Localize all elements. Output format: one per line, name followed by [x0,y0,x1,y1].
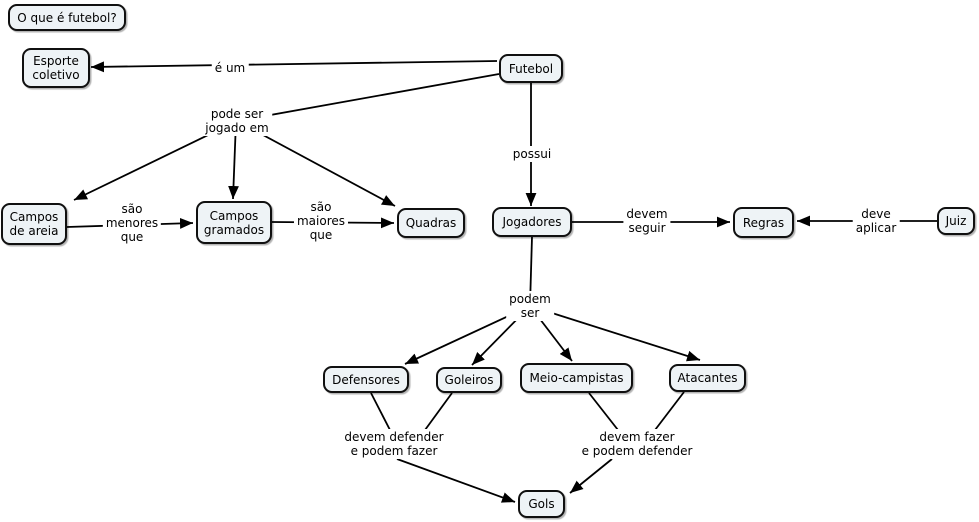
concept-node-meio-campistas[interactable]: Meio-campistas [520,363,633,393]
link-label-sao-menores-que[interactable]: são menores que [102,201,162,245]
link-label-podem-ser[interactable]: podem ser [506,291,554,321]
edge-defensores-label [370,392,391,431]
concept-node-goleiros[interactable]: Goleiros [436,367,502,393]
edge-meiocampistas-label [588,392,619,431]
concept-node-campos-de-areia[interactable]: Campos de areia [1,203,67,245]
concept-node-campos-gramados[interactable]: Campos gramados [196,201,272,244]
link-label-devem-fazer-e-podem-defender[interactable]: devem fazer e podem defender [578,429,696,459]
link-label-deve-aplicar[interactable]: deve aplicar [852,206,900,236]
edge-fazerlabel-gols [569,458,613,494]
concept-node-esporte-coletivo[interactable]: Esporte coletivo [22,48,90,88]
concept-node-jogadores[interactable]: Jogadores [492,207,572,237]
concept-node-regras[interactable]: Regras [733,207,794,238]
edge-podemser-atacantes [529,305,701,362]
edge-futebol-esporte [90,60,498,73]
edge-goleiros-label [424,392,453,431]
link-label-devem-defender-e-podem-fazer[interactable]: devem defender e podem fazer [341,429,447,459]
edge-futebol-podeser [236,73,500,122]
concept-node-juiz[interactable]: Juiz [937,207,975,235]
link-label-e-um[interactable]: é um [211,60,249,76]
concept-node-atacantes[interactable]: Atacantes [669,364,746,392]
edge-defenderlabel-gols [396,458,516,503]
link-label-pode-ser-jogado-em[interactable]: pode ser jogado em [202,106,272,136]
concept-node-futebol[interactable]: Futebol [499,54,563,83]
link-label-possui[interactable]: possui [509,146,555,162]
concept-node-defensores[interactable]: Defensores [323,366,409,393]
concept-node-quadras[interactable]: Quadras [397,208,465,238]
edge-atacantes-label [654,391,685,431]
link-label-devem-seguir[interactable]: devem seguir [623,206,671,236]
concept-node-question[interactable]: O que é futebol? [8,4,126,31]
concept-node-gols[interactable]: Gols [518,490,565,518]
link-label-sao-maiores-que[interactable]: são maiores que [293,199,349,243]
